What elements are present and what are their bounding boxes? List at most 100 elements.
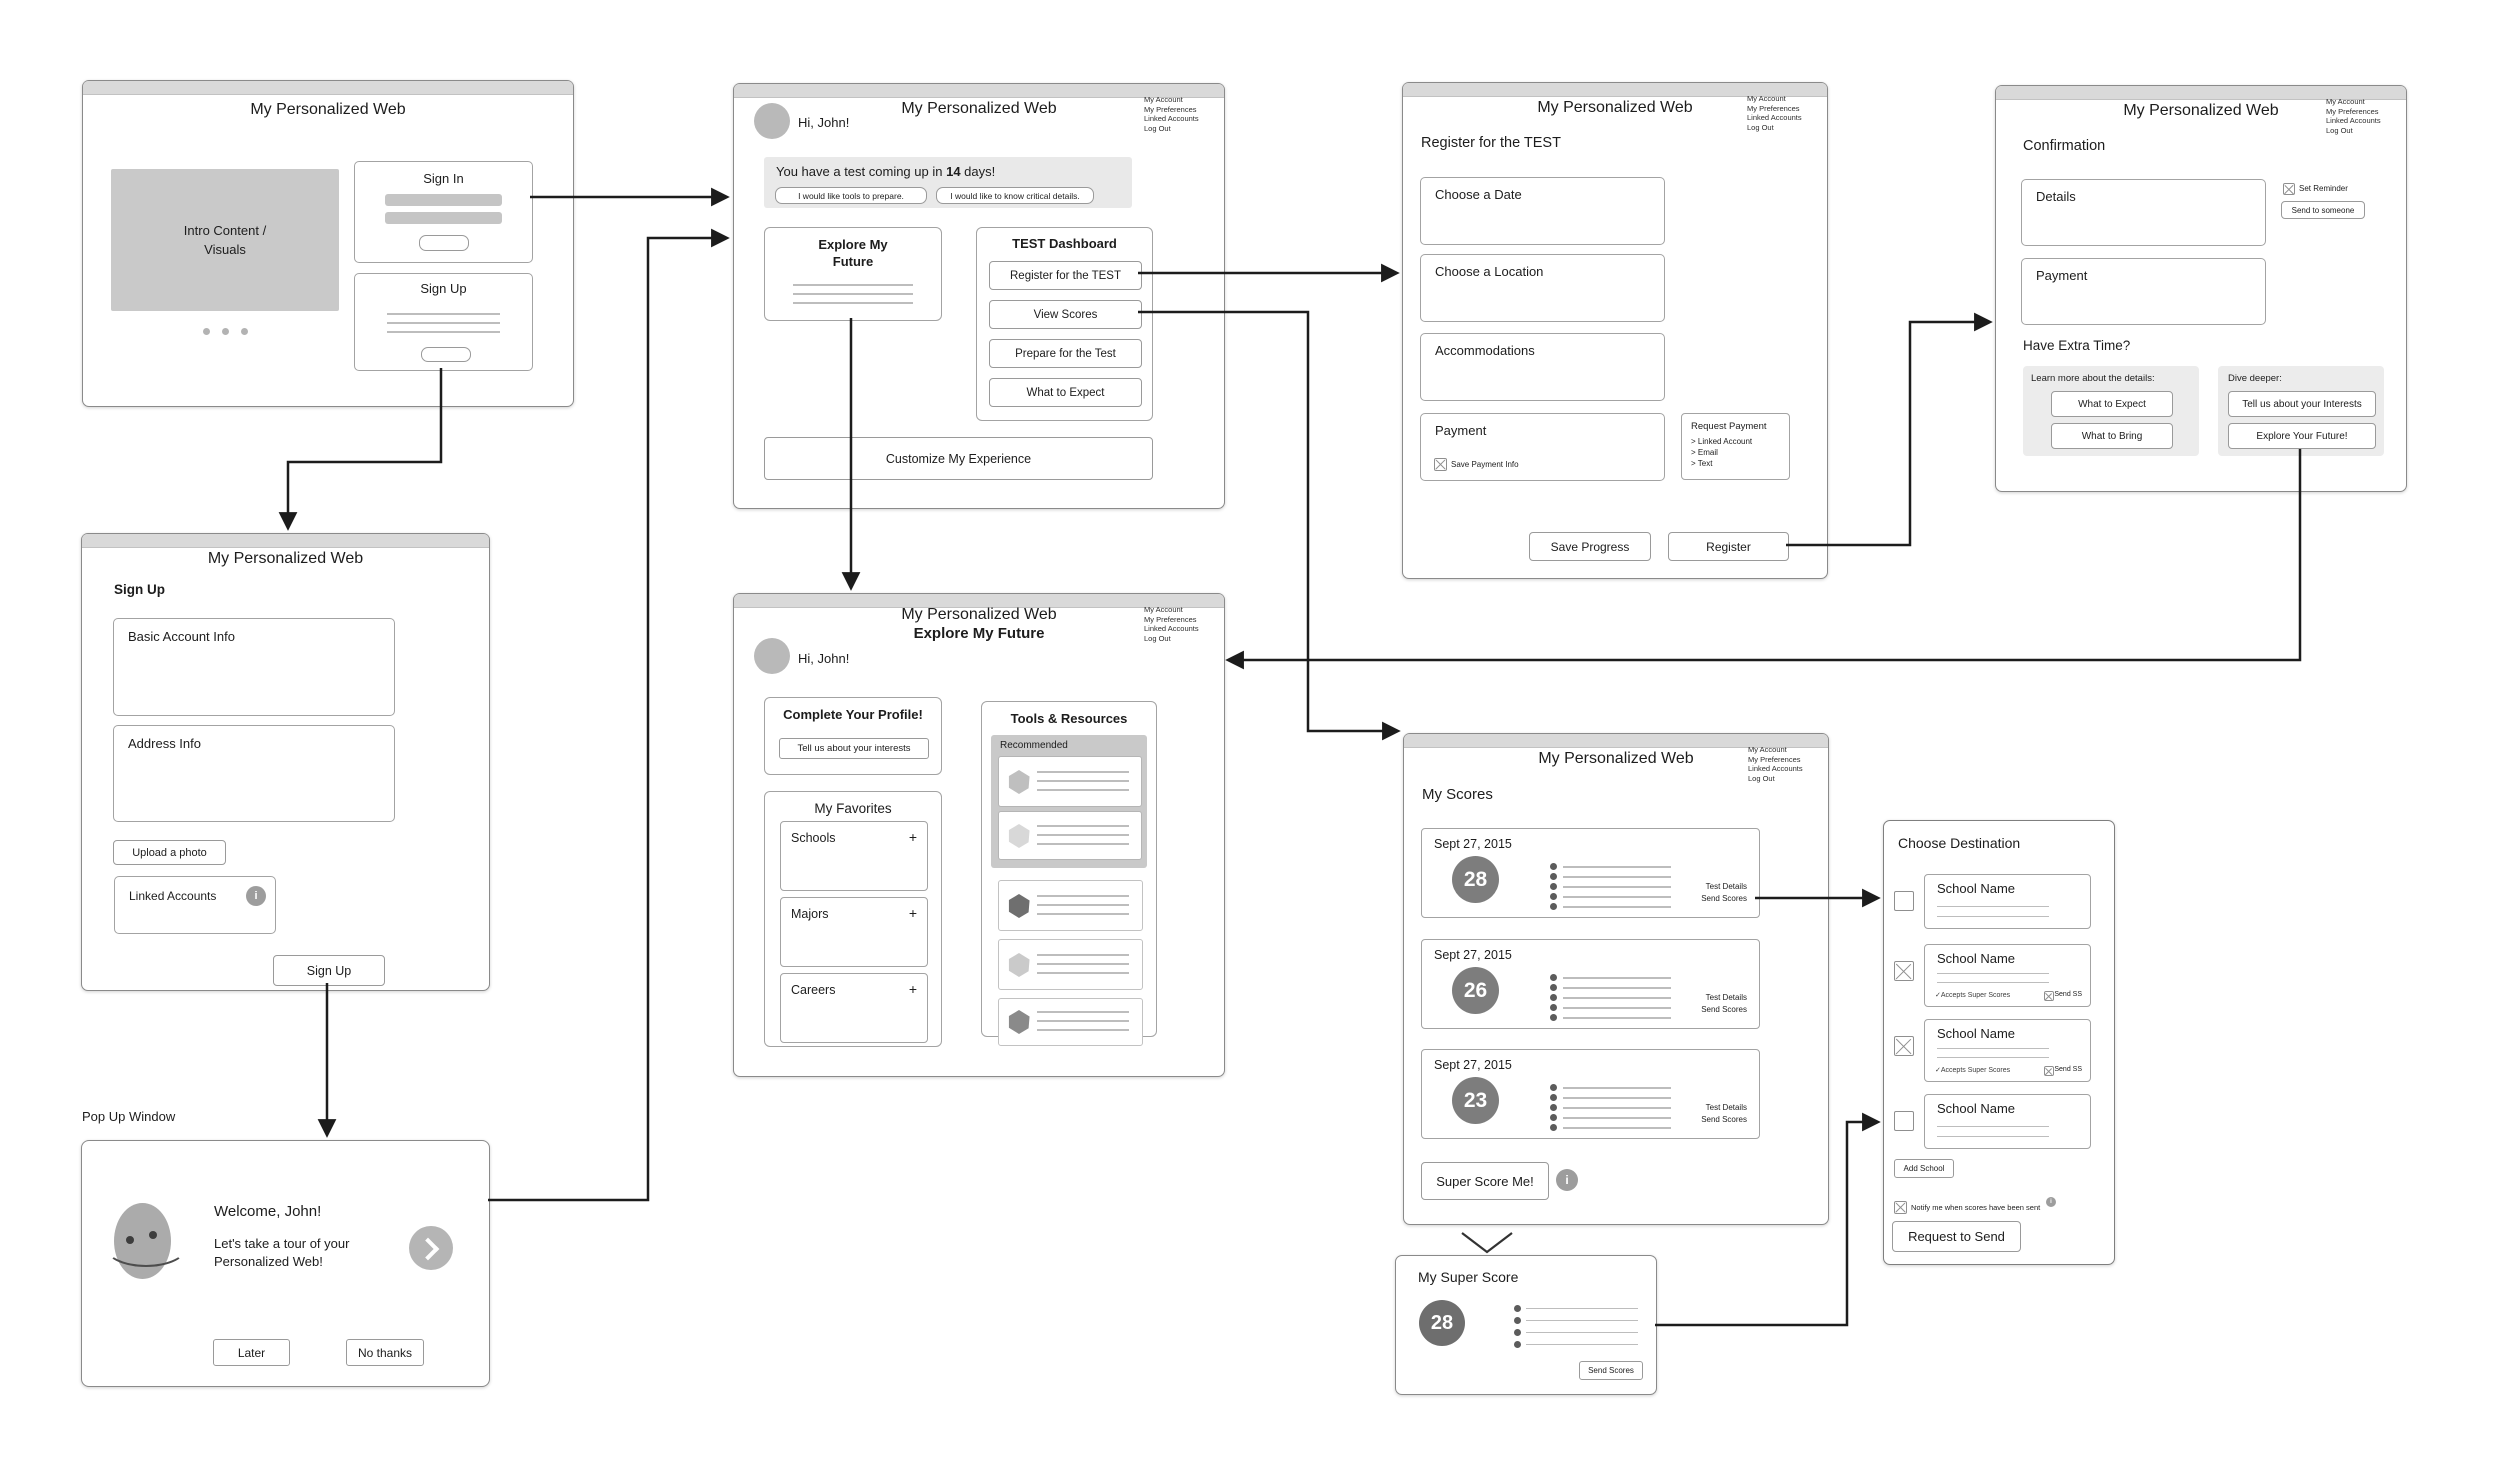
critical-details-button[interactable]: I would like to know critical details. [936, 187, 1094, 204]
view-scores-button[interactable]: View Scores [989, 300, 1142, 329]
carousel-dot[interactable] [241, 328, 248, 335]
test-details-link[interactable]: Test Details [1705, 882, 1747, 891]
window-titlebar [734, 84, 1224, 98]
send-ss-checkbox[interactable] [2044, 1066, 2054, 1076]
menu-item-log-out[interactable]: Log Out [1747, 122, 1774, 132]
super-score-me-button[interactable]: Super Score Me! [1421, 1162, 1549, 1200]
menu-item-log-out[interactable]: Log Out [2326, 125, 2353, 135]
menu-item-linked-accounts[interactable]: Linked Accounts [1747, 113, 1802, 122]
what-to-expect-button[interactable]: What to Expect [2051, 391, 2173, 417]
request-via-linked-account[interactable]: > Linked Account [1691, 437, 1753, 446]
page-subtitle: Explore My Future [913, 625, 1045, 642]
set-reminder-checkbox[interactable] [2283, 183, 2295, 195]
score-card: Sept 27, 2015 28 Test Details Send Score… [1421, 828, 1760, 918]
send-to-someone-button[interactable]: Send to someone [2281, 201, 2365, 219]
payment-field[interactable]: Payment Save Payment Info [1420, 413, 1665, 481]
school-select-checkbox[interactable] [1894, 1036, 1914, 1056]
request-to-send-button[interactable]: Request to Send [1892, 1221, 2021, 1252]
next-button[interactable] [409, 1226, 453, 1270]
username-field[interactable] [385, 194, 502, 206]
request-via-text[interactable]: > Text [1691, 459, 1713, 468]
add-plus-icon[interactable]: + [908, 829, 917, 845]
send-ss-checkbox[interactable] [2044, 991, 2054, 1001]
tell-us-interests-button[interactable]: Tell us about your interests [779, 738, 929, 759]
sign-up-heading: Sign Up [114, 582, 165, 597]
explore-your-future-button[interactable]: Explore Your Future! [2228, 423, 2376, 449]
favorites-schools-box[interactable]: Schools + [780, 821, 928, 891]
welcome-popup: Welcome, John! Let's take a tour of your… [81, 1140, 490, 1387]
menu-item-linked-accounts[interactable]: Linked Accounts [2326, 116, 2381, 125]
register-for-test-button[interactable]: Register for the TEST [989, 261, 1142, 290]
school-select-checkbox[interactable] [1894, 1111, 1914, 1131]
request-via-email[interactable]: > Email [1691, 448, 1718, 457]
favorites-majors-box[interactable]: Majors + [780, 897, 928, 967]
avatar[interactable] [754, 103, 790, 139]
address-info-field[interactable]: Address Info [113, 725, 395, 822]
menu-item-my-preferences[interactable]: My Preferences [1144, 104, 1197, 114]
menu-item-my-preferences[interactable]: My Preferences [1144, 614, 1197, 624]
menu-item-my-preferences[interactable]: My Preferences [1747, 103, 1800, 113]
what-to-expect-button[interactable]: What to Expect [989, 378, 1142, 407]
resource-item[interactable] [998, 939, 1143, 990]
menu-item-my-account[interactable]: My Account [1144, 95, 1183, 104]
resource-item[interactable] [998, 880, 1143, 931]
accommodations-field[interactable]: Accommodations [1420, 333, 1665, 401]
menu-item-log-out[interactable]: Log Out [1144, 123, 1171, 133]
test-details-link[interactable]: Test Details [1705, 993, 1747, 1002]
tools-to-prepare-button[interactable]: I would like tools to prepare. [775, 187, 927, 204]
notify-checkbox[interactable] [1894, 1201, 1907, 1214]
prepare-for-test-button[interactable]: Prepare for the Test [989, 339, 1142, 368]
resource-item[interactable] [998, 811, 1142, 860]
save-progress-button[interactable]: Save Progress [1529, 532, 1651, 561]
add-plus-icon[interactable]: + [908, 981, 917, 997]
menu-item-linked-accounts[interactable]: Linked Accounts [1144, 624, 1199, 633]
test-details-link[interactable]: Test Details [1705, 1103, 1747, 1112]
save-payment-checkbox[interactable] [1434, 458, 1447, 471]
avatar[interactable] [754, 638, 790, 674]
menu-item-my-account[interactable]: My Account [1144, 605, 1183, 614]
send-scores-link[interactable]: Send Scores [1701, 894, 1747, 903]
sign-in-submit-button[interactable] [419, 235, 469, 251]
later-button[interactable]: Later [213, 1339, 290, 1366]
menu-item-linked-accounts[interactable]: Linked Accounts [1144, 114, 1199, 123]
linked-accounts-box[interactable]: Linked Accounts i [114, 876, 276, 934]
menu-item-log-out[interactable]: Log Out [1144, 633, 1171, 643]
sign-up-submit-button[interactable] [421, 347, 471, 362]
favorites-careers-box[interactable]: Careers + [780, 973, 928, 1043]
add-plus-icon[interactable]: + [908, 905, 917, 921]
menu-item-my-preferences[interactable]: My Preferences [2326, 106, 2379, 116]
test-dashboard-title: TEST Dashboard [1012, 236, 1117, 251]
menu-item-my-preferences[interactable]: My Preferences [1748, 754, 1801, 764]
what-to-bring-button[interactable]: What to Bring [2051, 423, 2173, 449]
explore-my-future-card[interactable]: Explore My Future [764, 227, 942, 321]
password-field[interactable] [385, 212, 502, 224]
info-icon[interactable]: i [1556, 1169, 1578, 1191]
menu-item-linked-accounts[interactable]: Linked Accounts [1748, 764, 1803, 773]
choose-date-field[interactable]: Choose a Date [1420, 177, 1665, 245]
register-button[interactable]: Register [1668, 532, 1789, 561]
sign-up-submit-button[interactable]: Sign Up [273, 955, 385, 986]
menu-item-my-account[interactable]: My Account [1747, 94, 1786, 103]
add-school-button[interactable]: Add School [1894, 1159, 1954, 1178]
info-icon[interactable]: i [2046, 1197, 2056, 1207]
carousel-dot[interactable] [222, 328, 229, 335]
resource-item[interactable] [998, 756, 1142, 807]
menu-item-my-account[interactable]: My Account [1748, 745, 1787, 754]
resource-item[interactable] [998, 998, 1143, 1046]
customize-experience-button[interactable]: Customize My Experience [764, 437, 1153, 480]
menu-item-log-out[interactable]: Log Out [1748, 773, 1775, 783]
send-scores-link[interactable]: Send Scores [1701, 1005, 1747, 1014]
menu-item-my-account[interactable]: My Account [2326, 97, 2365, 106]
school-select-checkbox[interactable] [1894, 891, 1914, 911]
basic-account-info-field[interactable]: Basic Account Info [113, 618, 395, 716]
tell-us-interests-button[interactable]: Tell us about your Interests [2228, 391, 2376, 417]
school-select-checkbox[interactable] [1894, 961, 1914, 981]
send-scores-link[interactable]: Send Scores [1701, 1115, 1747, 1124]
no-thanks-button[interactable]: No thanks [346, 1339, 424, 1366]
upload-photo-button[interactable]: Upload a photo [113, 840, 226, 865]
send-scores-button[interactable]: Send Scores [1579, 1361, 1643, 1380]
info-icon[interactable]: i [246, 886, 266, 906]
choose-location-field[interactable]: Choose a Location [1420, 254, 1665, 322]
carousel-dot[interactable] [203, 328, 210, 335]
page-title: My Personalized Web [901, 606, 1057, 623]
